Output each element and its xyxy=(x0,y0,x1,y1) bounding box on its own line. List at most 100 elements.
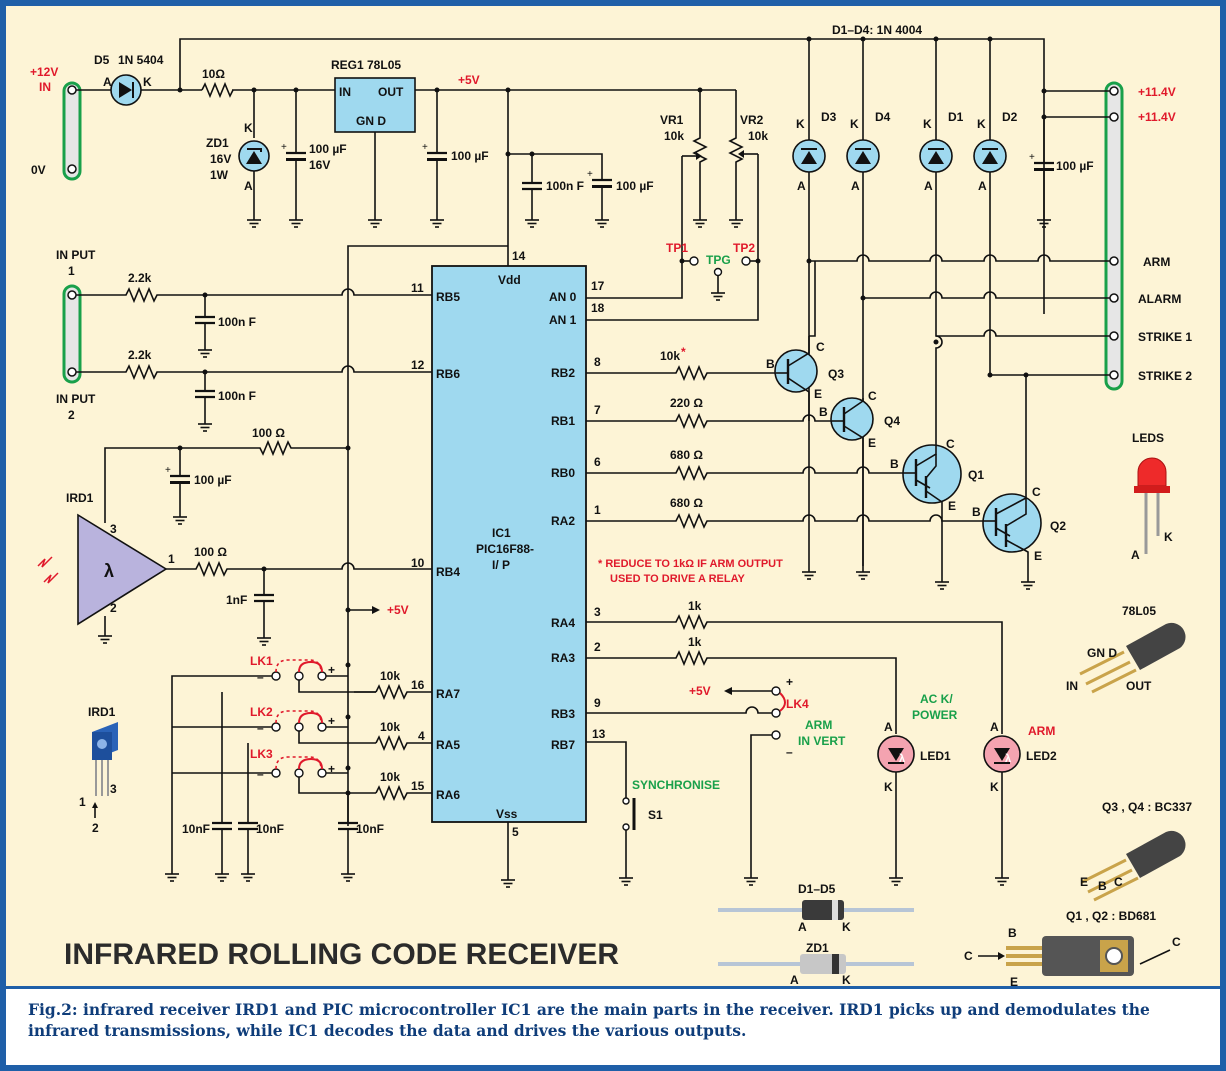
led2-a: A xyxy=(990,720,999,734)
ic1-pin-num: 12 xyxy=(411,358,425,372)
transistor-q4 xyxy=(830,397,874,446)
d5-label: D5 xyxy=(94,53,110,67)
d1-label: D1 xyxy=(948,110,964,124)
legend-led-k: K xyxy=(1164,530,1173,544)
legend-bc337-e: E xyxy=(1080,875,1088,889)
input1-label: IN PUT xyxy=(56,248,96,262)
led2: λ xyxy=(983,735,1021,886)
q3-label: Q3 xyxy=(828,367,844,381)
ic1-name-label: IC1 xyxy=(492,526,511,540)
switch-s1[interactable] xyxy=(622,797,636,831)
out-strike1-label: STRIKE 1 xyxy=(1138,330,1192,344)
q1-label: Q1 xyxy=(968,468,984,482)
ir-5v-label: +5V xyxy=(387,603,409,617)
out-11v4-a-label: +11.4V xyxy=(1138,85,1176,99)
q2-b: B xyxy=(972,505,981,519)
link-cap-c-label: 10nF xyxy=(356,822,384,836)
links-section: LK1 – + 10k LK2 – + 10k LK3 – + 10k 10nF… xyxy=(164,654,432,882)
legend-bd681-c-right: C xyxy=(1172,935,1181,949)
arm-relay-note-line2: USED TO DRIVE A RELAY xyxy=(610,573,746,585)
out-11v4-b-label: +11.4V xyxy=(1138,110,1176,124)
ir-c100-label: 100 µF xyxy=(194,473,232,487)
lk1-label: LK1 xyxy=(250,654,273,668)
d1-a: A xyxy=(924,179,933,193)
ic1-pin-num: 18 xyxy=(591,301,605,315)
ic1-pin-name: RA3 xyxy=(551,651,575,665)
legend-ird1-pin1: 1 xyxy=(79,795,86,809)
lk1-jumper xyxy=(275,659,322,673)
out-arm-label: ARM xyxy=(1143,255,1170,269)
arm-invert-label-1: ARM xyxy=(805,718,832,732)
ic1-pin-num: 6 xyxy=(594,455,601,469)
zd1-label: ZD1 xyxy=(206,136,229,150)
ird1-pin2: 2 xyxy=(110,601,117,615)
legend-d1-d5-a: A xyxy=(798,920,807,934)
q3-e: E xyxy=(814,387,822,401)
vr2-label: VR2 xyxy=(740,113,764,127)
led2-k: K xyxy=(990,780,999,794)
d3-label: D3 xyxy=(821,110,837,124)
diode-d2 xyxy=(973,39,1007,375)
tp1-label: TP1 xyxy=(666,241,688,255)
regulator-reg1 xyxy=(334,77,416,133)
lk2-plus: + xyxy=(328,714,335,728)
c1-label: 100 µF xyxy=(309,142,347,156)
q2-label: Q2 xyxy=(1050,519,1066,533)
ic1-pin-name: AN 1 xyxy=(549,313,577,327)
legend-78l05-out: OUT xyxy=(1126,679,1152,693)
power-terminal-block xyxy=(62,81,82,181)
ic1-pin-num: 4 xyxy=(418,729,425,743)
led1-ack-label: AC K/ xyxy=(920,692,953,706)
ic1-pin14-label: 14 xyxy=(512,249,526,263)
ird1-symbol xyxy=(77,513,168,626)
transistor-q1 xyxy=(902,444,962,576)
ir-r100-supply-label: 100 Ω xyxy=(252,426,285,440)
legend-78l05-gnd: GN D xyxy=(1087,646,1117,660)
q4-e: E xyxy=(868,436,876,450)
ic1-pin-name: RA7 xyxy=(436,687,460,701)
r-10ohm-label: 10Ω xyxy=(202,67,225,81)
arm-invert-label-2: IN VERT xyxy=(798,734,846,748)
reg1-label: REG1 78L05 xyxy=(331,58,401,72)
legend-bd681-b: B xyxy=(1008,926,1017,940)
d2-k: K xyxy=(977,117,986,131)
c3-label: 100n F xyxy=(546,179,584,193)
ir-c1n-label: 1nF xyxy=(226,593,247,607)
d1-d4-header: D1–D4: 1N 4004 xyxy=(832,23,922,37)
d5-anode-label: A xyxy=(103,75,112,89)
lk1-resistor-label: 10k xyxy=(380,669,400,683)
q3-base-resistor-label: 10k xyxy=(660,349,680,363)
schematic-diagram: + +12V IN 0V D5 1N 5404 A K 10Ω K A ZD1 … xyxy=(30,23,1192,989)
lk2-resistor-label: 10k xyxy=(380,720,400,734)
legend-diode-1n400x-icon xyxy=(718,900,914,920)
ic1-pin-name: AN 0 xyxy=(549,290,577,304)
ir-light-arrows xyxy=(37,556,59,584)
legend-zd1-k: K xyxy=(842,973,851,986)
ic1-pin-num: 8 xyxy=(594,355,601,369)
input2-resistor-label: 2.2k xyxy=(128,348,152,362)
lk3-minus: – xyxy=(257,767,264,781)
q3-resistor-note-marker: * xyxy=(681,345,686,359)
ic1-pin-name: RA5 xyxy=(436,738,460,752)
c4-label: 100 µF xyxy=(616,179,654,193)
led1-label: LED1 xyxy=(920,749,951,763)
diode-d1 xyxy=(919,39,953,446)
input2-number: 2 xyxy=(68,408,75,422)
ird1-label: IRD1 xyxy=(66,491,94,505)
lk1-minus: – xyxy=(257,670,264,684)
ic1-pin-name: RB1 xyxy=(551,414,575,428)
lk4-minus: – xyxy=(786,745,793,759)
input-in-label: IN xyxy=(39,80,51,94)
out-alarm-label: ALARM xyxy=(1138,292,1181,306)
link-cap-a-label: 10nF xyxy=(182,822,210,836)
ic1-pin-name: RB3 xyxy=(551,707,575,721)
led2-label: LED2 xyxy=(1026,749,1057,763)
reg1-in-label: IN xyxy=(339,85,351,99)
input2-label: IN PUT xyxy=(56,392,96,406)
component-legend: LEDS A K 78L05 GN D IN OUT IRD1 1 3 2 Q3… xyxy=(79,431,1192,989)
d2-a: A xyxy=(978,179,987,193)
diagram-title: INFRARED ROLLING CODE RECEIVER xyxy=(64,938,619,971)
led2-lambda: λ xyxy=(1005,753,1011,765)
legend-bd681-e: E xyxy=(1010,975,1018,986)
input1-resistor-label: 2.2k xyxy=(128,271,152,285)
